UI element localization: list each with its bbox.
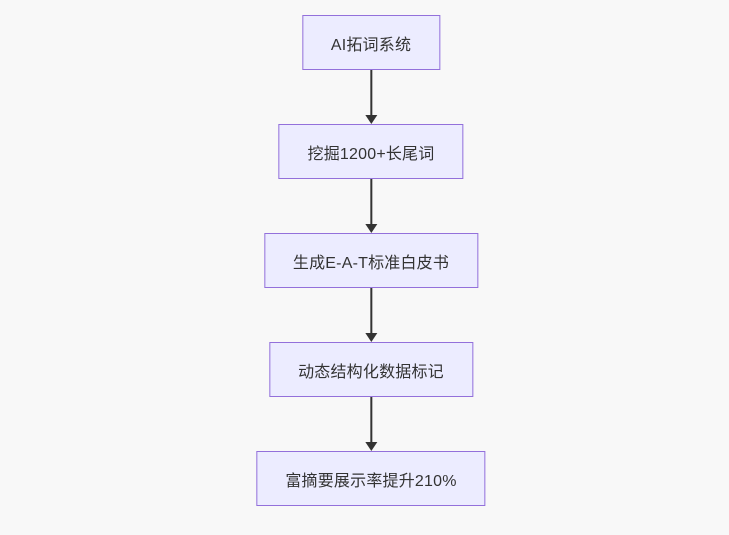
arrowhead-down-icon <box>364 442 377 451</box>
flowchart-column: AI拓词系统挖掘1200+长尾词生成E-A-T标准白皮书动态结构化数据标记富摘要… <box>256 15 486 506</box>
flow-node-node-5: 富摘要展示率提升210% <box>256 451 486 506</box>
flow-node-node-3: 生成E-A-T标准白皮书 <box>263 233 479 288</box>
arrowhead-down-icon <box>364 115 377 124</box>
edge-line <box>369 70 372 115</box>
flow-node-label: 动态结构化数据标记 <box>298 363 444 381</box>
flow-edge-node-4-to-node-5 <box>364 397 377 451</box>
flow-edge-node-1-to-node-2 <box>364 70 377 124</box>
flow-node-label: 富摘要展示率提升210% <box>285 472 457 490</box>
flow-node-node-4: 动态结构化数据标记 <box>269 342 473 397</box>
arrowhead-down-icon <box>364 224 377 233</box>
arrowhead-down-icon <box>364 333 377 342</box>
flow-node-node-1: AI拓词系统 <box>301 15 441 70</box>
edge-line <box>369 179 372 224</box>
flow-node-label: AI拓词系统 <box>330 36 412 54</box>
flow-edge-node-3-to-node-4 <box>364 288 377 342</box>
flow-node-label: 生成E-A-T标准白皮书 <box>292 254 450 272</box>
flow-edge-node-2-to-node-3 <box>364 179 377 233</box>
flow-node-label: 挖掘1200+长尾词 <box>307 145 435 163</box>
edge-line <box>369 288 372 333</box>
flow-node-node-2: 挖掘1200+长尾词 <box>278 124 464 179</box>
edge-line <box>369 397 372 442</box>
